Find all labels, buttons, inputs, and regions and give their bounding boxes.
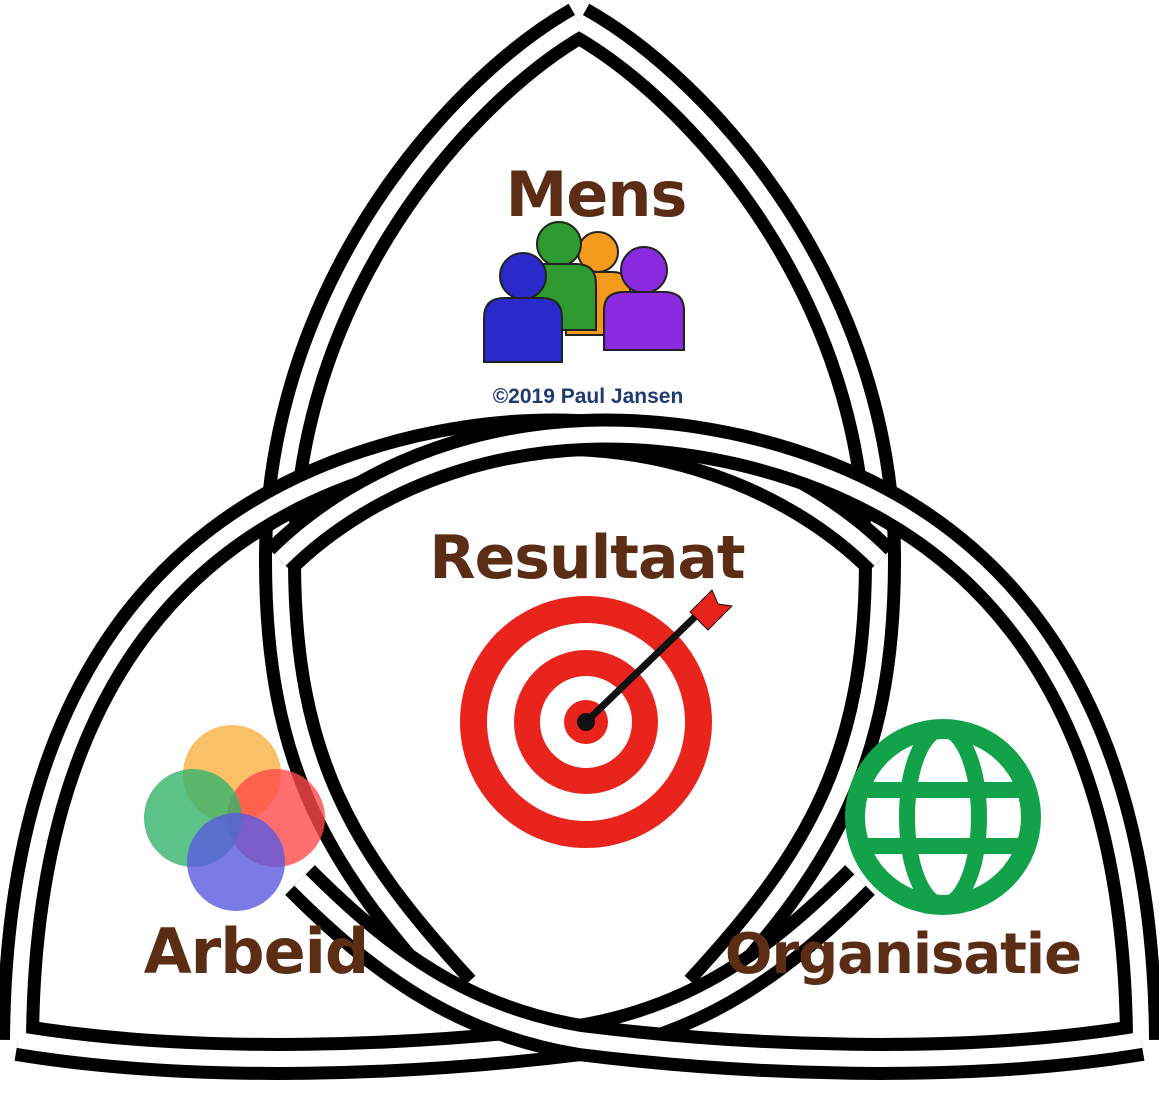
top-loop bbox=[258, 3, 902, 1005]
label-right: Organisatie bbox=[725, 922, 1081, 987]
globe-icon bbox=[845, 719, 1041, 915]
copyright-credit: ©2019 Paul Jansen bbox=[493, 385, 684, 408]
label-center: Resultaat bbox=[429, 523, 745, 593]
right-loop bbox=[265, 413, 1159, 1080]
target-arrow-icon bbox=[460, 589, 734, 848]
knot-outline bbox=[0, 3, 1159, 1080]
label-left: Arbeid bbox=[144, 915, 369, 988]
overlapping-circles-icon bbox=[144, 725, 325, 911]
people-group-icon bbox=[483, 221, 685, 363]
label-top: Mens bbox=[506, 158, 687, 231]
